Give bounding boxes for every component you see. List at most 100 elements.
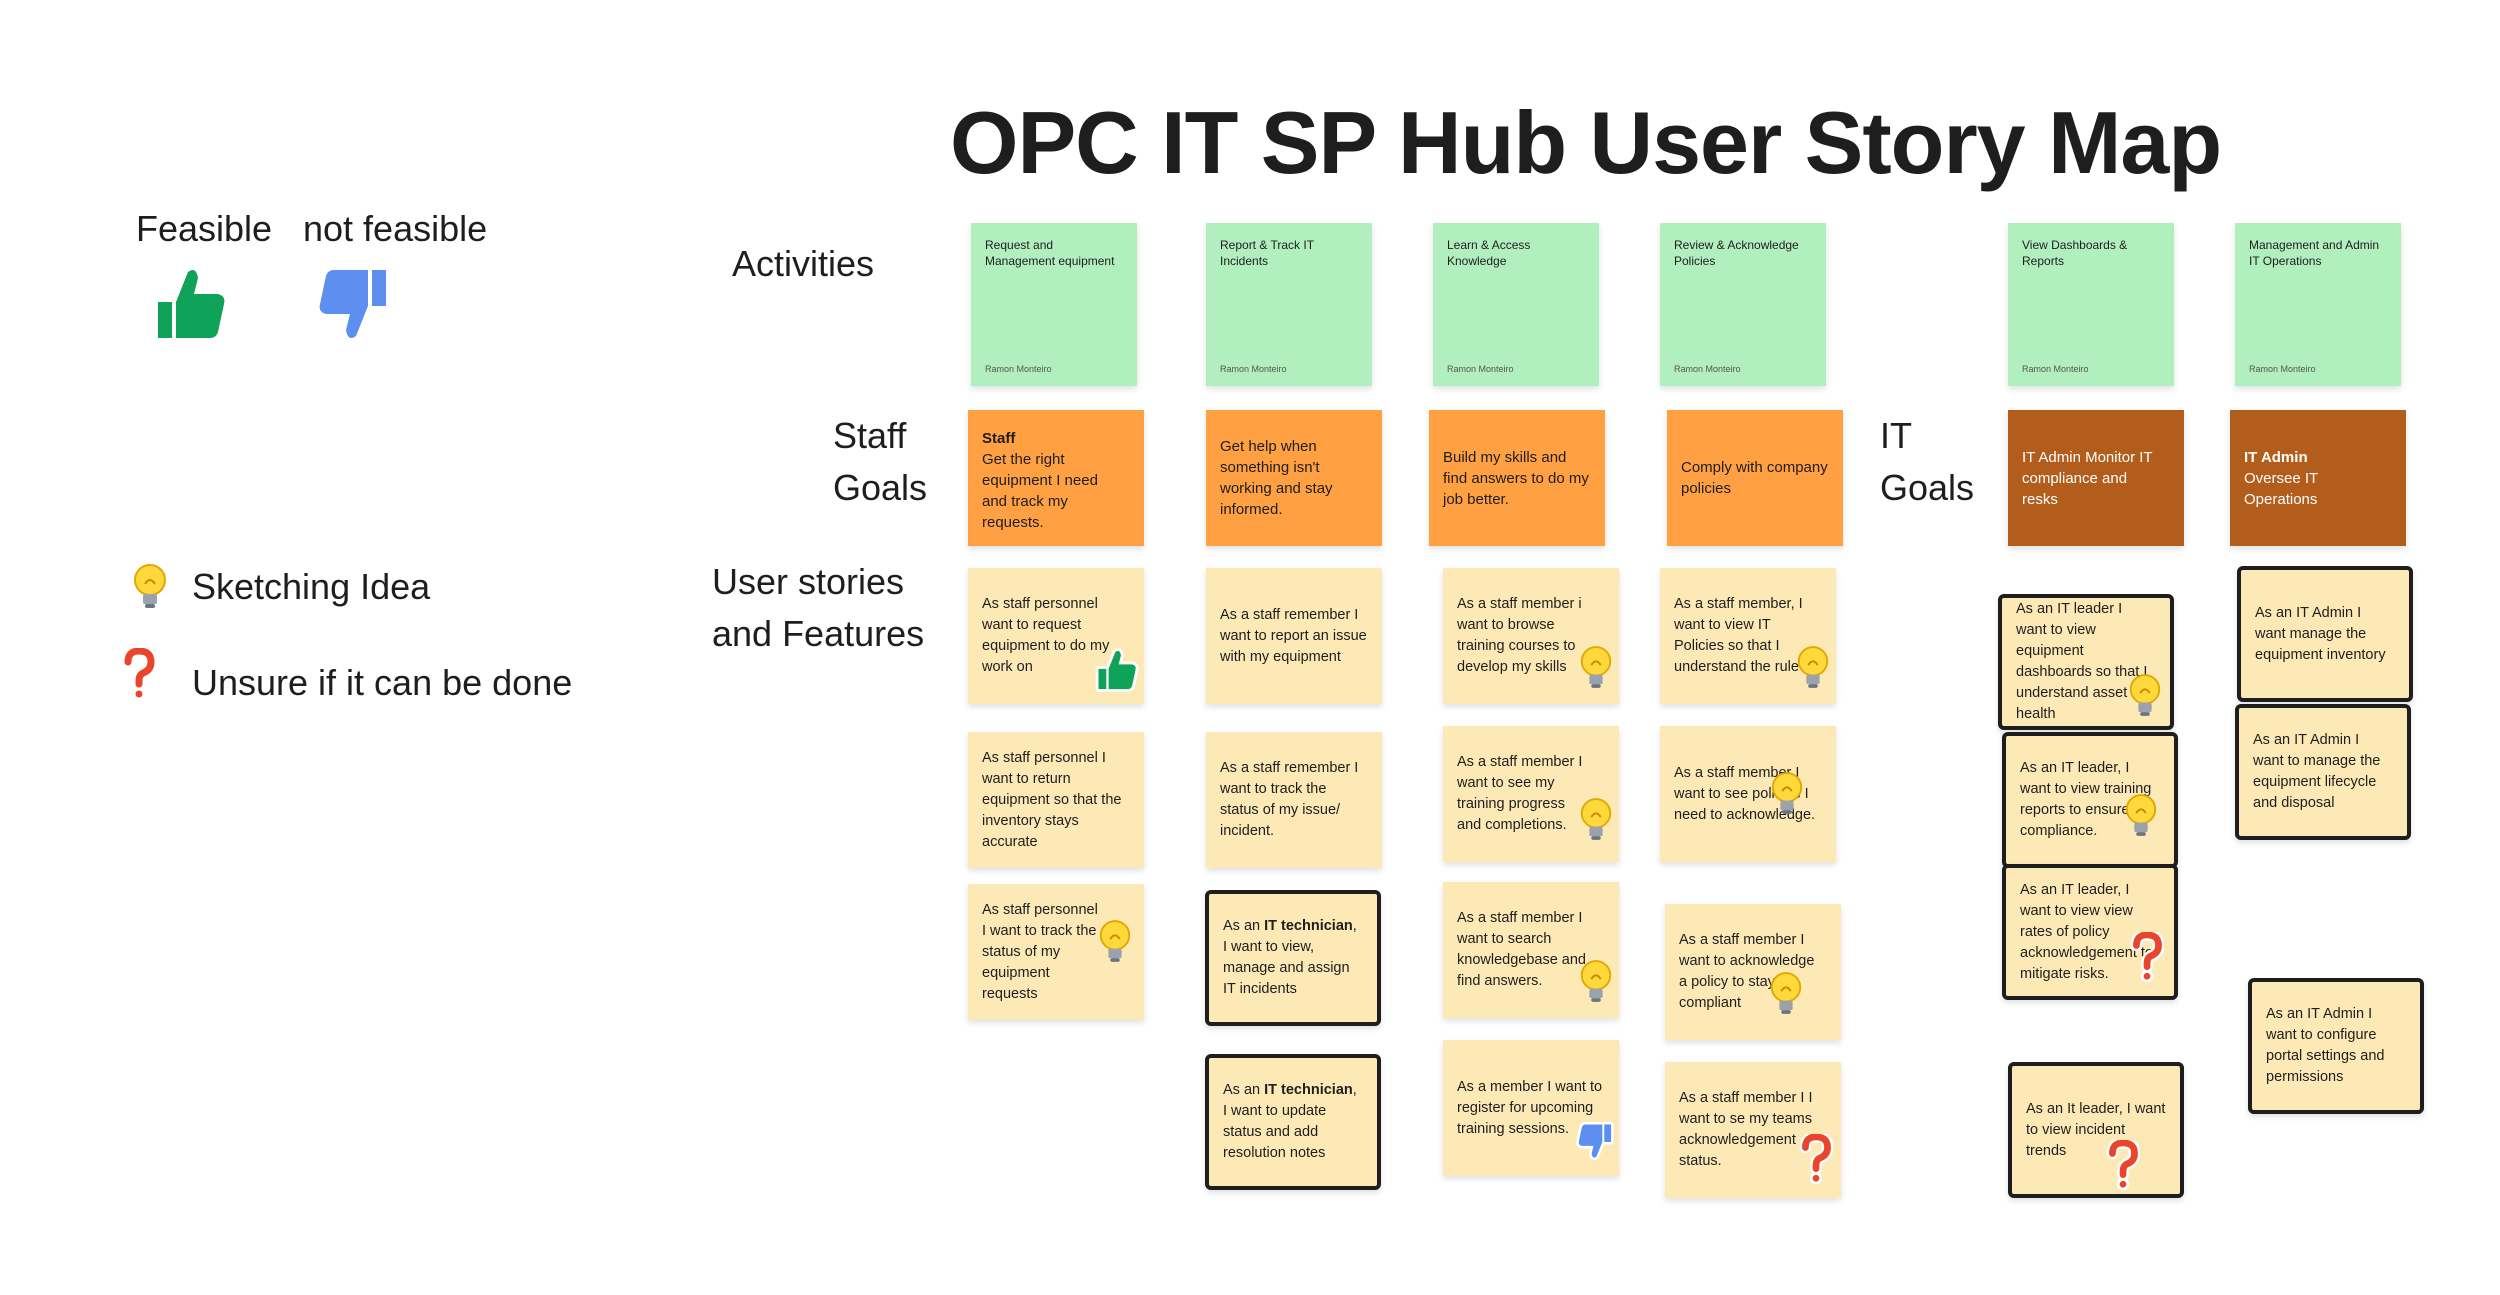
goal-text: Get help when something isn't working an…	[1220, 438, 1333, 518]
goal-text: Build my skills and find answers to do m…	[1443, 448, 1589, 508]
activity-author: Ramon Monteiro	[1447, 364, 1514, 374]
activity-card[interactable]: Management and Admin IT Operations Ramon…	[2235, 223, 2401, 386]
lightbulb-icon	[1771, 772, 1803, 814]
story-card[interactable]: As an IT technician, I want to update st…	[1205, 1054, 1381, 1190]
activity-card[interactable]: Report & Track IT Incidents Ramon Montei…	[1206, 223, 1372, 386]
row-label-activities: Activities	[732, 243, 875, 284]
thumbs-down-icon	[314, 265, 391, 343]
lightbulb-icon	[1580, 646, 1612, 688]
goal-card[interactable]: Comply with company policies	[1667, 410, 1843, 546]
thumbs-up-icon	[153, 265, 230, 343]
story-card[interactable]: As an IT leader, I want to view view rat…	[2002, 864, 2178, 1000]
goal-title: IT Admin	[2244, 448, 2308, 466]
story-text: As an IT leader, I want to view view rat…	[2020, 881, 2153, 982]
goal-text: Get the right equipment I need and track…	[982, 451, 1098, 531]
activity-text: Request and Management equipment	[985, 238, 1115, 268]
question-mark-icon	[122, 648, 156, 700]
story-card[interactable]: As staff personnel I want to track the s…	[968, 884, 1144, 1020]
question-mark-icon	[2106, 1140, 2140, 1190]
story-text: As a staff member I want to see my train…	[1457, 754, 1583, 833]
activity-card[interactable]: Request and Management equipment Ramon M…	[971, 223, 1137, 386]
story-card[interactable]: As an IT Admin I want to manage the equi…	[2235, 704, 2411, 840]
story-card[interactable]: As a staff member, I want to view IT Pol…	[1660, 568, 1836, 704]
story-text: As a staff remember I want to report an …	[1220, 606, 1367, 665]
row-label-it-goals-line2: Goals	[1880, 467, 1975, 508]
activity-author: Ramon Monteiro	[2022, 364, 2089, 374]
story-text: As staff personnel want to request equip…	[982, 596, 1110, 675]
story-card[interactable]: As a member I want to register for upcom…	[1443, 1040, 1619, 1176]
story-text: As a staff member I want to search knowl…	[1457, 910, 1586, 989]
story-card[interactable]: As a staff member I want to see policies…	[1660, 726, 1836, 862]
story-text: As an IT leader, I want to view training…	[2020, 760, 2152, 839]
lightbulb-icon	[2125, 794, 2157, 836]
activity-author: Ramon Monteiro	[985, 364, 1052, 374]
row-label-stories-line1: User stories	[712, 561, 905, 602]
lightbulb-icon	[134, 564, 166, 608]
story-text: As an IT technician, I want to view, man…	[1223, 918, 1357, 997]
story-text: As staff personnel I want to return equi…	[982, 749, 1122, 850]
activity-text: Management and Admin IT Operations	[2249, 238, 2380, 268]
story-card[interactable]: As an IT leader I want to view equipment…	[1998, 594, 2174, 730]
story-card[interactable]: As a staff member I want to acknowledge …	[1665, 904, 1841, 1040]
story-card[interactable]: As an IT Admin I want to configure porta…	[2248, 978, 2424, 1114]
story-card[interactable]: As a staff member I I want to se my team…	[1665, 1062, 1841, 1198]
story-text: As an IT technician, I want to update st…	[1223, 1082, 1357, 1161]
legend-feasible-label: Feasible	[136, 208, 273, 249]
goal-card-it[interactable]: IT Admin Oversee IT Operations	[2230, 410, 2406, 546]
goal-card[interactable]: Get help when something isn't working an…	[1206, 410, 1382, 546]
goal-card[interactable]: Staff Get the right equipment I need and…	[968, 410, 1144, 546]
story-text: As an IT Admin I want manage the equipme…	[2255, 604, 2386, 663]
story-text: As a staff member, I want to view IT Pol…	[1674, 596, 1803, 675]
lightbulb-icon	[1099, 920, 1131, 962]
story-card[interactable]: As a staff member I want to see my train…	[1443, 726, 1619, 862]
goal-text: Oversee IT Operations	[2244, 469, 2318, 508]
story-card[interactable]: As a staff remember I want to track the …	[1206, 732, 1382, 868]
story-text: As a staff member i want to browse train…	[1457, 596, 1582, 675]
story-card[interactable]: As an IT technician, I want to view, man…	[1205, 890, 1381, 1026]
page-title: OPC IT SP Hub User Story Map	[950, 93, 2222, 192]
legend-not-feasible-label: not feasible	[303, 208, 488, 249]
activity-author: Ramon Monteiro	[1220, 364, 1287, 374]
activity-card[interactable]: Learn & Access Knowledge Ramon Monteiro	[1433, 223, 1599, 386]
story-card[interactable]: As an IT Admin I want manage the equipme…	[2237, 566, 2413, 702]
story-text: As a staff member I I want to se my team…	[1679, 1090, 1813, 1169]
story-card[interactable]: As an It leader, I want to view incident…	[2008, 1062, 2184, 1198]
lightbulb-icon	[1770, 972, 1802, 1014]
goal-text: Comply with company policies	[1681, 459, 1828, 497]
story-text: As an IT Admin I want to manage the equi…	[2253, 732, 2381, 811]
activity-text: Report & Track IT Incidents	[1220, 238, 1314, 268]
lightbulb-icon	[1797, 646, 1829, 688]
goal-card[interactable]: Build my skills and find answers to do m…	[1429, 410, 1605, 546]
story-card[interactable]: As a staff member i want to browse train…	[1443, 568, 1619, 704]
legend-sketching-label: Sketching Idea	[192, 566, 431, 607]
activity-card[interactable]: Review & Acknowledge Policies Ramon Mont…	[1660, 223, 1826, 386]
story-text: As a staff remember I want to track the …	[1220, 760, 1359, 839]
story-card[interactable]: As a staff remember I want to report an …	[1206, 568, 1382, 704]
thumbs-up-icon	[1095, 648, 1139, 692]
story-card[interactable]: As staff personnel I want to return equi…	[968, 732, 1144, 868]
lightbulb-icon	[1580, 798, 1612, 840]
activity-author: Ramon Monteiro	[1674, 364, 1741, 374]
story-card[interactable]: As staff personnel want to request equip…	[968, 568, 1144, 704]
activity-author: Ramon Monteiro	[2249, 364, 2316, 374]
lightbulb-icon	[2129, 674, 2161, 716]
activity-text: Review & Acknowledge Policies	[1674, 238, 1799, 268]
story-card[interactable]: As a staff member I want to search knowl…	[1443, 882, 1619, 1018]
story-card[interactable]: As an IT leader, I want to view training…	[2002, 732, 2178, 868]
question-mark-icon	[1799, 1134, 1833, 1184]
story-text: As an It leader, I want to view incident…	[2026, 1100, 2166, 1159]
story-text: As an IT leader I want to view equipment…	[2016, 601, 2148, 722]
row-label-staff-goals-line2: Goals	[833, 467, 928, 508]
activity-card[interactable]: View Dashboards & Reports Ramon Monteiro	[2008, 223, 2174, 386]
row-label-staff-goals-line1: Staff	[833, 415, 907, 456]
lightbulb-icon	[1580, 960, 1612, 1002]
story-text: As a staff member I want to see policies…	[1674, 764, 1816, 823]
goal-text: IT Admin Monitor IT compliance and resks	[2022, 448, 2153, 508]
story-text: As staff personnel I want to track the s…	[982, 901, 1098, 1002]
thumbs-down-icon	[1576, 1122, 1614, 1161]
row-label-it-goals-line1: IT	[1880, 415, 1912, 456]
activity-text: Learn & Access Knowledge	[1447, 238, 1531, 268]
story-text: As a member I want to register for upcom…	[1457, 1078, 1603, 1137]
goal-card-it[interactable]: IT Admin Monitor IT compliance and resks	[2008, 410, 2184, 546]
story-text: As a staff member I want to acknowledge …	[1679, 932, 1815, 1011]
